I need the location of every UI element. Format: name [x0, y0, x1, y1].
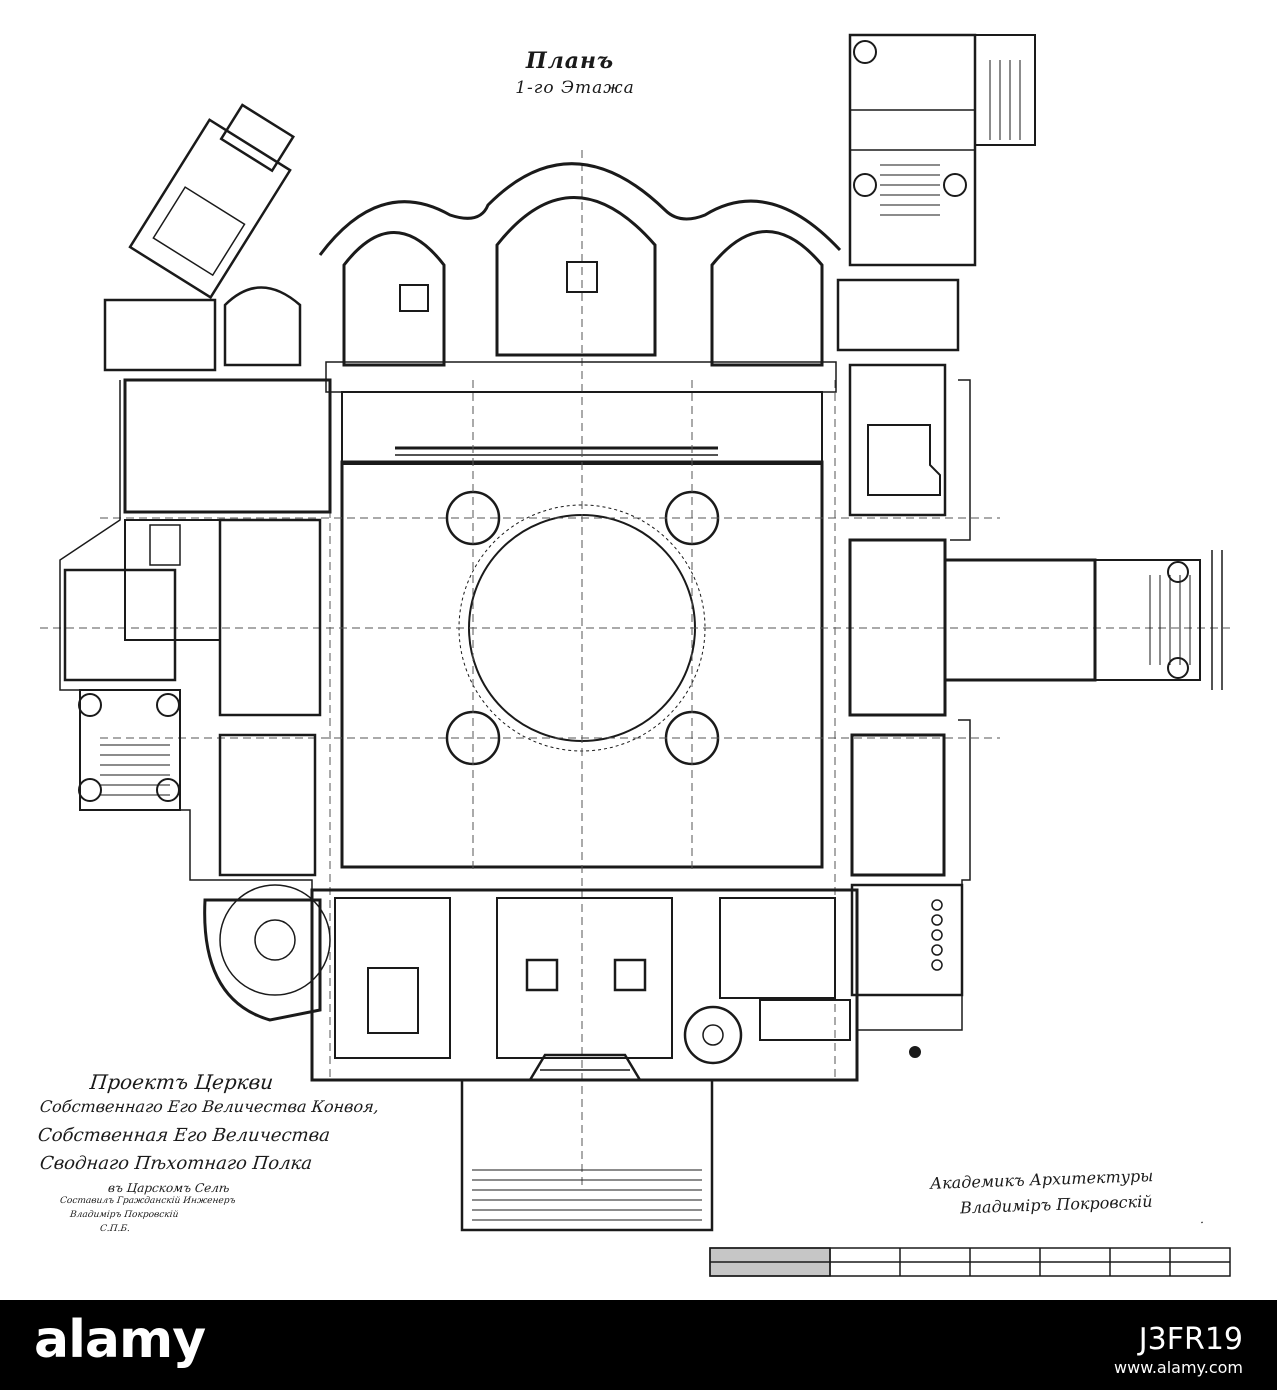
caption-line-1: Проектъ Церкви	[88, 1070, 275, 1094]
east-porch	[943, 558, 1097, 682]
west-room-b	[218, 733, 317, 877]
floor-plan-drawing: Планъ 1-го Этажа Проектъ Церкви Собствен…	[36, 33, 1231, 1277]
spiral-stair-west	[203, 898, 322, 1022]
plan-subtitle: 1-го Этажа	[515, 78, 635, 98]
signature-line-3: .	[1199, 1211, 1205, 1227]
caption-line-3: Собственная Его Величества	[36, 1125, 332, 1146]
alamy-logo: alamy	[34, 1310, 206, 1370]
caption-line-2: Собственнаго Его Величества Конвоя,	[39, 1097, 380, 1116]
apse-outer-wall	[318, 162, 842, 256]
spiral-stair-east	[683, 1005, 743, 1065]
caption-line-7: Владиміръ Покровскій	[69, 1210, 179, 1220]
west-room-a	[218, 518, 322, 717]
caption-line-5: въ Царскомъ Селѣ	[107, 1181, 231, 1195]
south-steps	[460, 1078, 714, 1232]
watermark-url: www.alamy.com	[1114, 1358, 1243, 1377]
apse-center	[495, 196, 657, 357]
image-id: J3FR19	[1138, 1322, 1243, 1357]
east-room-c	[850, 733, 946, 877]
south-range	[310, 888, 859, 1082]
floor-plan-svg	[40, 33, 1231, 1277]
plan-title: Планъ	[525, 48, 615, 74]
scale-bar	[709, 1247, 1231, 1277]
caption-line-4: Своднаго Пѣхотнаго Полка	[38, 1153, 314, 1174]
apse-east	[710, 230, 824, 367]
west-hall	[123, 378, 332, 514]
watermark-band	[0, 1300, 1277, 1390]
east-room-a	[848, 363, 947, 517]
caption-line-6: Составилъ Гражданскій Инженеръ	[59, 1196, 237, 1206]
apse-west	[342, 231, 446, 367]
caption-line-8: С.П.Б.	[99, 1224, 131, 1234]
outer-wall	[59, 380, 313, 890]
